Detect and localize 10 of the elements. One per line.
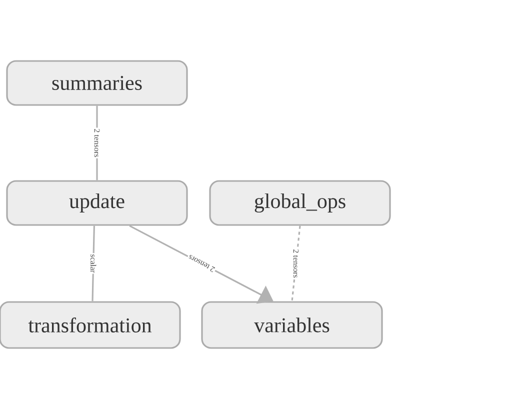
process-box: summaries [6, 60, 188, 106]
process-box: transformation [0, 301, 181, 349]
edge-label: 2 tensors [188, 255, 216, 272]
edge-label: 2 tensors [94, 129, 100, 158]
process-box: update [6, 180, 188, 226]
connector [92, 226, 95, 302]
process-box: global_ops [209, 180, 391, 226]
process-box: variables [201, 301, 383, 349]
edge-label: 2 tensors [293, 250, 299, 278]
edge-label: scalar [90, 254, 96, 273]
